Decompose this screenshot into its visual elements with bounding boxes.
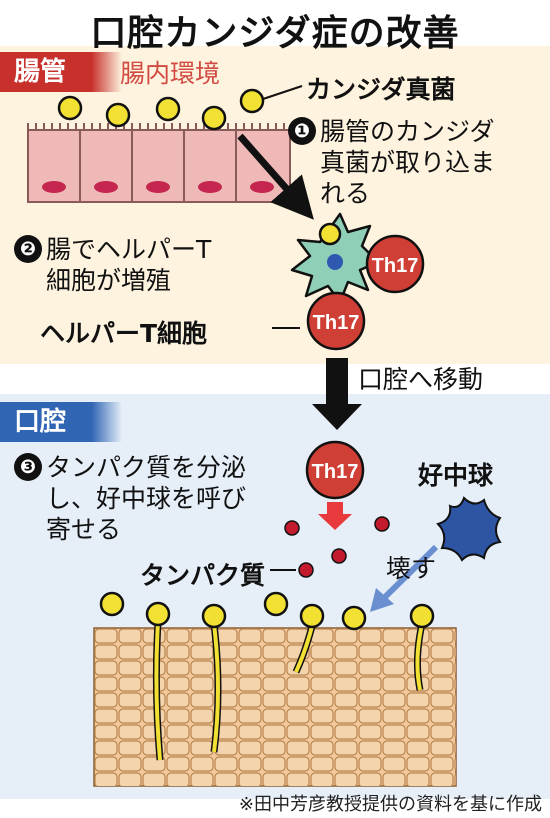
- fungus-leader-line: [262, 85, 303, 100]
- protein-label: タンパク質: [140, 561, 266, 590]
- move-to-oral-arrow: [312, 358, 362, 430]
- oral-candida-fungi: [99, 591, 435, 761]
- source-note: ※田中芳彦教授提供の資料を基に作成: [238, 794, 542, 815]
- intestinal-epithelium: [27, 123, 291, 203]
- gut-candida-fungi: [57, 88, 265, 131]
- oral-th17-label: Th17: [312, 461, 359, 483]
- neutrophil: [436, 496, 502, 562]
- diagram-title: 口腔カンジダ症の改善: [90, 13, 460, 54]
- gut-th17-label-lower: Th17: [313, 312, 360, 334]
- secretion-arrow: [318, 502, 352, 530]
- oral-tab: 口腔: [0, 402, 122, 442]
- protein-molecules: [284, 516, 390, 578]
- candida-fungus-label: カンジダ真菌: [306, 75, 456, 104]
- uptake-arrow: [237, 133, 314, 220]
- dendritic-cell: [290, 212, 380, 304]
- gut-th17-label-upper: Th17: [372, 255, 419, 277]
- move-to-oral-label: 口腔へ移動: [358, 365, 484, 394]
- gut-tab: 腸管: [0, 52, 122, 92]
- destroy-arrow: [370, 544, 439, 612]
- step2-number: ❷: [14, 235, 42, 263]
- destroy-label: 壊す: [386, 554, 437, 583]
- oral-th17-cell: [305, 440, 365, 500]
- gut-th17-cell-lower: [306, 291, 366, 351]
- gut-th17-cell-upper: [365, 234, 425, 294]
- neutrophil-label: 好中球: [418, 461, 494, 490]
- step3-number: ❸: [14, 453, 42, 481]
- helper-t-cell-label: ヘルパーT細胞: [40, 319, 208, 348]
- oral-tissue: [93, 627, 457, 787]
- gut-environment-label: 腸内環境: [120, 59, 221, 88]
- step1-number: ❶: [288, 117, 316, 145]
